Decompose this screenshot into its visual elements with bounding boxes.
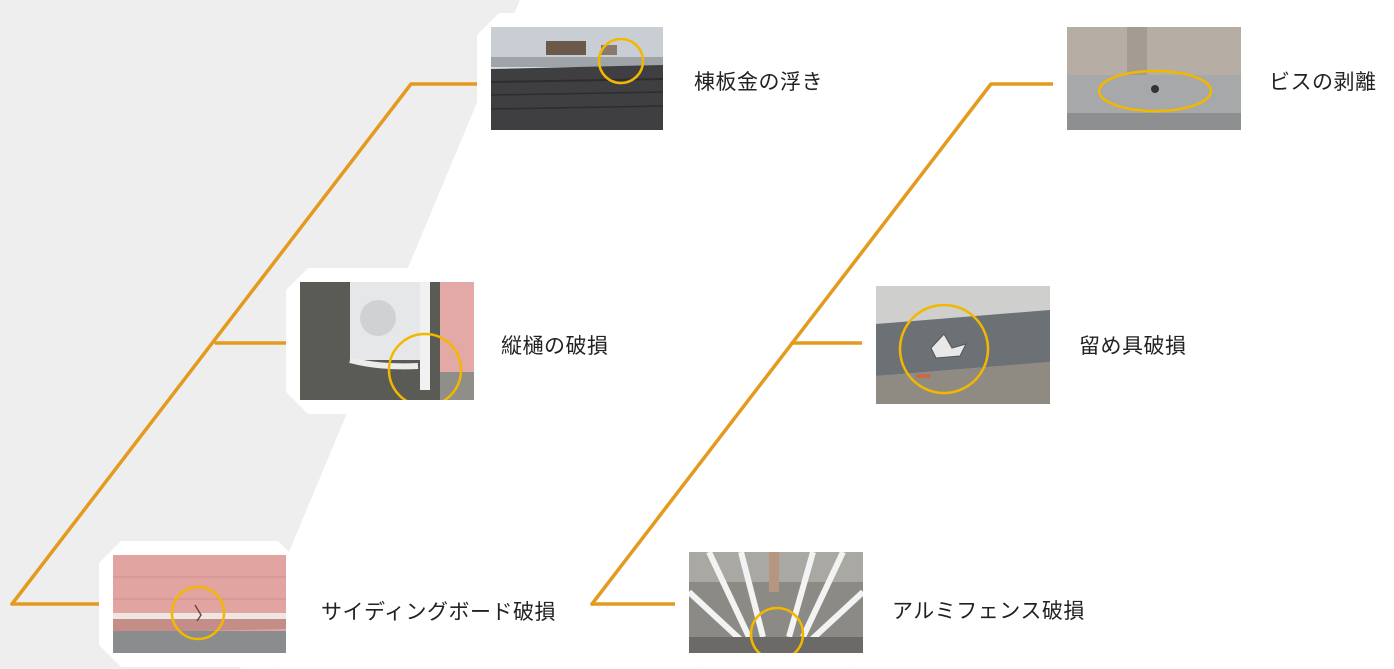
photo-card-fastener bbox=[862, 272, 1064, 418]
siding-board-photo-icon bbox=[113, 555, 286, 653]
label-downspout: 縦樋の破損 bbox=[501, 334, 609, 358]
label-fastener: 留め具破損 bbox=[1079, 334, 1187, 358]
fastener-photo-icon bbox=[876, 286, 1050, 404]
photo-card-siding-board bbox=[99, 541, 300, 667]
label-screw: ビスの剥離 bbox=[1269, 70, 1377, 94]
screw-photo-icon bbox=[1067, 27, 1241, 130]
downspout-photo-icon bbox=[300, 282, 474, 400]
aluminum-fence-photo-icon bbox=[689, 552, 863, 653]
roof-ridge-photo-icon bbox=[491, 27, 663, 130]
photo-card-screw bbox=[1053, 13, 1255, 144]
photo-card-roof-ridge bbox=[477, 13, 677, 144]
label-aluminum-fence: アルミフェンス破損 bbox=[892, 599, 1085, 623]
label-roof-ridge: 棟板金の浮き bbox=[694, 70, 823, 94]
photo-card-downspout bbox=[286, 268, 488, 414]
photo-card-aluminum-fence bbox=[675, 538, 877, 667]
label-siding-board: サイディングボード破損 bbox=[321, 600, 557, 624]
left-trunk-line bbox=[10, 82, 482, 606]
right-trunk-line bbox=[590, 82, 1060, 606]
